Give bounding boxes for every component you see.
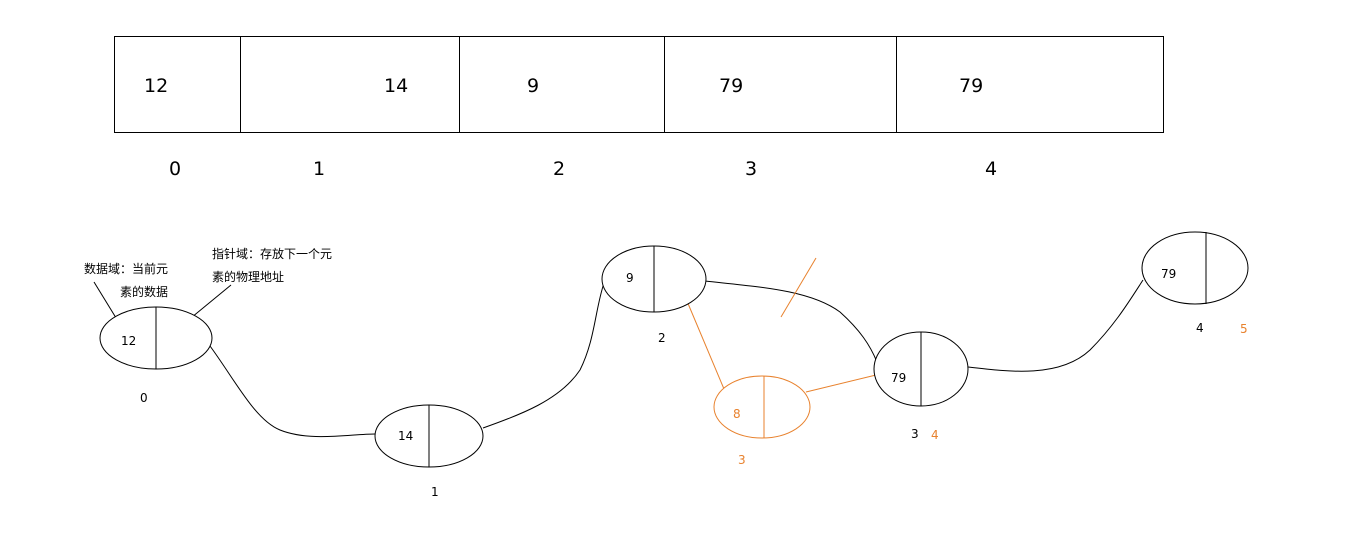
data-field-label-line2: 素的数据 [120,284,168,299]
array-cell-value: 79 [719,75,743,97]
array-cell-value: 79 [959,75,983,97]
array-index: 1 [313,158,325,180]
pointer-field-label-line2: 素的物理地址 [212,269,284,284]
array-cell-value: 14 [384,75,408,97]
node-index: 1 [431,485,439,499]
node-new-index: 5 [1240,322,1248,336]
node-index: 3 [911,427,919,441]
node-2: 9 2 [601,245,707,345]
node-value: 14 [398,429,413,443]
node-index: 2 [658,331,666,345]
node-4: 79 4 5 [1141,231,1249,336]
link-3-4 [967,279,1144,372]
inserted-links [683,293,877,393]
array-index: 3 [745,158,757,180]
node-1: 14 1 [374,404,484,499]
broken-link-mark [780,257,817,318]
node-index: 0 [140,391,148,405]
node-index: 3 [738,453,746,467]
array-index: 2 [553,158,565,180]
node-value: 9 [626,271,634,285]
node-shape [1141,231,1249,305]
inserted-node: 8 3 [713,375,811,467]
node-value: 8 [733,407,741,421]
array-cell-value: 12 [144,75,168,97]
node-value: 12 [121,334,136,348]
link-2-3 [704,280,878,363]
pointer-field-label-line1: 指针域：存放下一个元 [212,246,332,261]
array-cell-value: 9 [527,75,539,97]
link-0-1 [209,345,376,438]
links [209,279,1144,438]
node-new-index: 4 [931,428,939,442]
array: 12 14 9 79 79 0 1 2 3 4 [114,36,1164,180]
array-index: 4 [985,158,997,180]
node-value: 79 [891,371,906,385]
node-value: 79 [1161,267,1176,281]
node-shape [713,375,811,439]
link-2-to-new [683,293,725,390]
array-index: 0 [169,158,181,180]
node-index: 4 [1196,321,1204,335]
node-3: 79 3 4 [873,331,969,442]
data-field-label-line1: 数据域：当前元 [84,261,168,276]
array-outline [114,36,1164,133]
link-1-2 [482,282,605,429]
link-new-to-3 [805,374,877,393]
node-0: 12 0 [99,306,213,405]
